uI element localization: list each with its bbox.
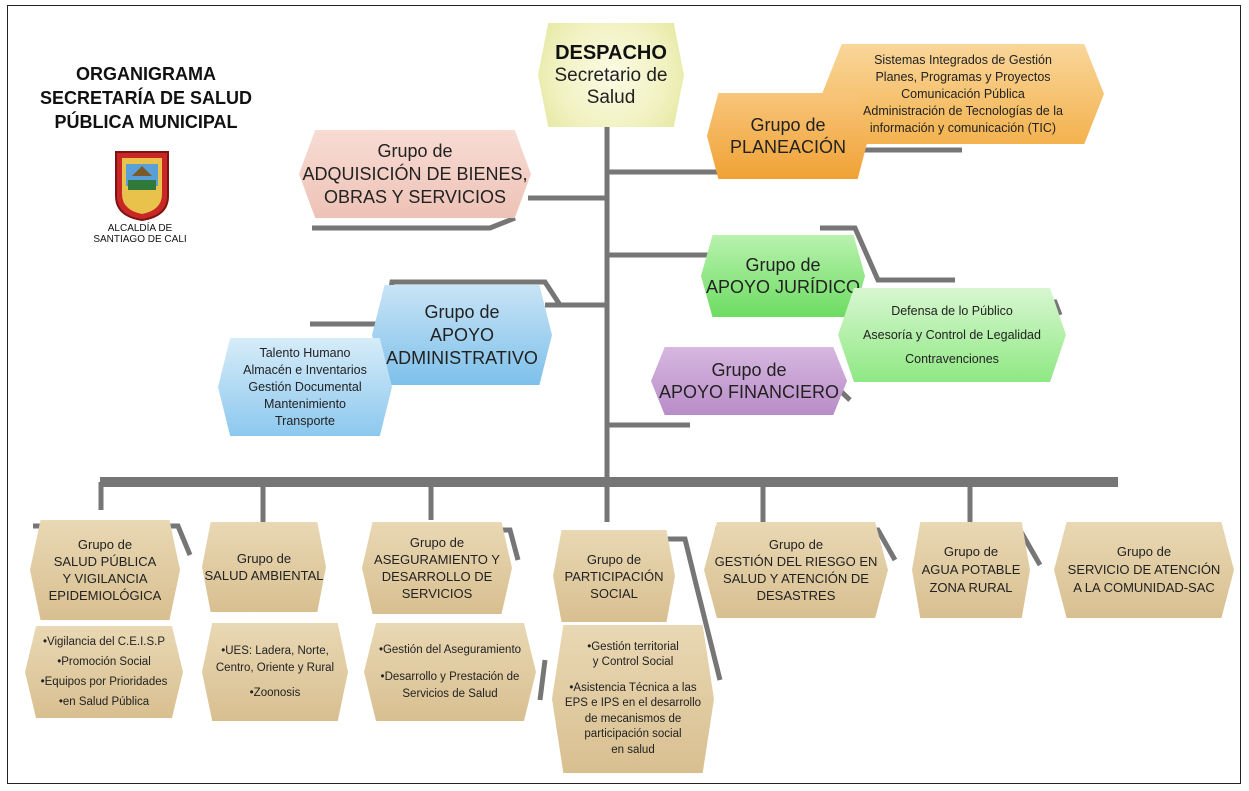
aseguramiento-group: Grupo de ASEGURAMIENTO Y DESARROLLO DE S…: [362, 522, 512, 614]
group-label: DESASTRES: [756, 588, 836, 603]
juridico-item: Defensa de lo Público: [891, 304, 1013, 318]
group-item: •Zoonosis: [249, 686, 301, 699]
title-line: SECRETARÍA DE SALUD: [39, 88, 252, 108]
group-item: •en Salud Pública: [58, 696, 150, 708]
group-label: APOYO JURÍDICO: [705, 277, 861, 297]
group-item: y Control Social: [592, 656, 674, 669]
group-label: ADMINISTRATIVO: [386, 347, 538, 368]
group-item: •Desarrollo y Prestación de: [380, 670, 520, 683]
group-label: EPIDEMIOLÓGICA: [48, 588, 162, 603]
group-label: PLANEACIÓN: [729, 137, 847, 157]
group-label: SERVICIO DE ATENCIÓN: [1067, 562, 1221, 577]
group-label: Grupo de: [77, 537, 133, 552]
group-label: SERVICIOS: [401, 586, 473, 601]
group-label: Grupo de: [586, 551, 642, 567]
group-label: Grupo de: [236, 551, 292, 566]
despacho-sub: Secretario de: [554, 64, 668, 86]
group-item: EPS e IPS en el desarrollo: [564, 697, 702, 710]
group-label: Grupo de: [768, 537, 824, 552]
salud-ambiental-group: Grupo de SALUD AMBIENTAL: [202, 522, 326, 612]
planeacion-item: Comunicación Pública: [901, 86, 1025, 101]
chart-title: ORGANIGRAMA SECRETARÍA DE SALUD PÚBLICA …: [28, 62, 264, 134]
group-label: GESTIÓN DEL RIESGO EN: [714, 554, 878, 569]
participacion-group: Grupo de PARTICIPACIÓN SOCIAL: [553, 530, 675, 622]
group-label: ASEGURAMIENTO Y: [374, 552, 500, 567]
despacho-sub: Salud: [586, 86, 636, 108]
group-label: Grupo de: [1116, 544, 1172, 559]
group-label: DESARROLLO DE: [381, 569, 493, 584]
group-label: Grupo de: [745, 255, 821, 275]
planeacion-item: Planes, Programas y Proyectos: [875, 69, 1051, 84]
group-label: Y VIGILANCIA: [62, 571, 148, 586]
gestion-riesgo-group: Grupo de GESTIÓN DEL RIESGO EN SALUD Y A…: [704, 522, 888, 618]
group-label: Grupo de: [409, 535, 465, 550]
juridico-items: Defensa de lo Público Asesoría y Control…: [838, 288, 1066, 382]
group-label: SALUD Y ATENCIÓN DE: [723, 571, 869, 586]
group-label: Grupo de: [711, 360, 787, 380]
financiero-group: Grupo de APOYO FINANCIERO: [651, 347, 847, 415]
despacho-box: DESPACHO Secretario de Salud: [538, 23, 684, 127]
juridico-group: Grupo de APOYO JURÍDICO: [701, 235, 865, 317]
planeacion-items: Sistemas Integrados de Gestión Planes, P…: [822, 44, 1104, 144]
administrativo-item: Mantenimiento: [264, 396, 346, 411]
planeacion-item: Sistemas Integrados de Gestión: [874, 52, 1052, 67]
group-label: A LA COMUNIDAD-SAC: [1073, 580, 1215, 595]
salud-publica-group: Grupo de SALUD PÚBLICA Y VIGILANCIA EPID…: [30, 520, 180, 620]
group-label: ADQUISICIÓN DE BIENES,: [302, 163, 528, 184]
group-label: OBRAS Y SERVICIOS: [323, 186, 507, 207]
group-item: •Vigilancia del C.E.I.S.P: [42, 636, 166, 648]
administrativo-item: Transporte: [275, 413, 335, 428]
group-item: •Equipos por Prioridades: [40, 676, 168, 688]
adquisicion-group: Grupo de ADQUISICIÓN DE BIENES, OBRAS Y …: [299, 130, 531, 218]
aseguramiento-items: •Gestión del Aseguramiento •Desarrollo y…: [364, 623, 536, 721]
group-label: Grupo de: [377, 140, 453, 161]
group-item: en salud: [611, 743, 655, 756]
group-label: APOYO FINANCIERO: [658, 382, 840, 402]
group-item: Servicios de Salud: [402, 687, 498, 700]
group-item: •Promoción Social: [57, 656, 151, 668]
salud-publica-items: •Vigilancia del C.E.I.S.P •Promoción Soc…: [25, 626, 183, 718]
group-label: PARTICIPACIÓN: [564, 568, 664, 584]
page-frame: [7, 5, 1241, 784]
logo-caption-line: ALCALDÍA DE: [107, 223, 173, 234]
group-item: participación social: [584, 728, 682, 741]
participacion-items: •Gestión territorial y Control Social •A…: [552, 625, 714, 773]
group-label: APOYO: [429, 324, 495, 345]
group-label: ZONA RURAL: [929, 580, 1013, 595]
title-line: ORGANIGRAMA: [76, 64, 216, 84]
group-item: •UES: Ladera, Norte,: [221, 644, 329, 657]
agua-potable-group: Grupo de AGUA POTABLE ZONA RURAL: [912, 522, 1030, 618]
group-label: SALUD PÚBLICA: [53, 554, 157, 569]
juridico-item: Contravenciones: [905, 352, 999, 366]
city-shield-logo: [112, 146, 172, 227]
administrativo-group: Grupo de APOYO ADMINISTRATIVO: [372, 285, 552, 385]
planeacion-item: Administración de Tecnologías de la: [863, 103, 1063, 118]
title-line: PÚBLICA MUNICIPAL: [54, 112, 238, 132]
planeacion-group: Grupo de PLANEACIÓN: [707, 93, 869, 179]
group-label: Grupo de: [750, 115, 826, 135]
despacho-title: DESPACHO: [555, 41, 667, 64]
administrativo-items: Talento Humano Almacén e Inventarios Ges…: [218, 338, 392, 436]
logo-caption: ALCALDÍA DE SANTIAGO DE CALI: [80, 223, 200, 245]
logo-caption-line: SANTIAGO DE CALI: [93, 234, 187, 245]
planeacion-item: información y comunicación (TIC): [869, 120, 1057, 135]
group-item: •Asistencia Técnica a las: [569, 681, 697, 694]
administrativo-item: Almacén e Inventarios: [243, 362, 367, 377]
administrativo-item: Talento Humano: [259, 345, 351, 360]
salud-ambiental-items: •UES: Ladera, Norte, Centro, Oriente y R…: [202, 623, 348, 721]
sac-group: Grupo de SERVICIO DE ATENCIÓN A LA COMUN…: [1054, 522, 1234, 618]
group-item: •Gestión territorial: [587, 640, 679, 653]
group-item: •Gestión del Aseguramiento: [378, 643, 522, 656]
group-label: AGUA POTABLE: [921, 562, 1021, 577]
administrativo-item: Gestión Documental: [248, 379, 362, 394]
group-item: Centro, Oriente y Rural: [215, 661, 335, 674]
group-label: Grupo de: [943, 544, 999, 559]
group-label: SOCIAL: [590, 585, 638, 601]
juridico-item: Asesoría y Control de Legalidad: [863, 328, 1041, 342]
group-label: Grupo de: [424, 301, 500, 322]
group-label: SALUD AMBIENTAL: [204, 568, 324, 583]
group-item: de mecanismos de: [584, 712, 682, 725]
